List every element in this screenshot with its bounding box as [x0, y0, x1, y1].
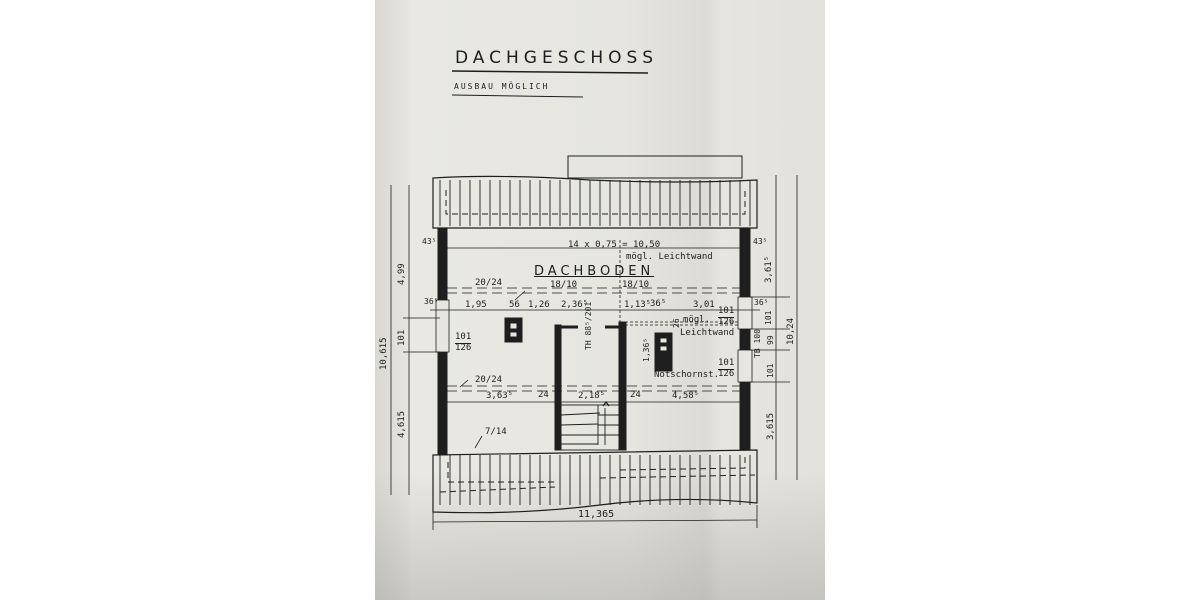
light-wall-label-right-1: mögl.	[683, 315, 711, 325]
left-total-dim: 10,615	[379, 337, 389, 370]
dimension: 24	[630, 390, 641, 400]
beam-label: 20/24	[475, 278, 503, 288]
drawing-subtitle: AUSBAU MÖGLICH	[454, 82, 550, 91]
right-dim-a: 101	[764, 310, 773, 325]
dimension: 1,26	[528, 300, 550, 310]
right-dim-c: 101	[766, 363, 775, 378]
rafter-note: 14 x 0,75 = 10,50	[568, 240, 661, 250]
window-dim: 101	[455, 332, 472, 342]
right-tb-dim: TB 100	[753, 329, 762, 358]
left-lower-dim: 4,615	[397, 410, 407, 438]
room-name: DACHBODEN	[534, 264, 655, 279]
dimension: 3,01	[693, 300, 715, 310]
left-mid-dim: 101	[397, 329, 407, 346]
door-label: TH 88⁵/201	[584, 301, 593, 350]
bottom-total-dim: 11,365	[578, 509, 615, 520]
stair-wall-right	[618, 321, 627, 451]
window-dim: 126	[455, 343, 472, 353]
dimension: 36⁵	[650, 299, 667, 309]
beam-label: 18/10	[550, 280, 578, 290]
beam-label: 18/10	[622, 280, 650, 290]
window-dim: 101	[718, 306, 735, 316]
right-dim-b: 99	[766, 335, 775, 345]
emergency-chimney	[654, 332, 673, 372]
light-wall-label: mögl. Leichtwand	[626, 252, 713, 262]
dimension: 2,36⁵	[561, 300, 589, 310]
wall-dim: 43⁵	[422, 237, 437, 246]
window-dim: 101	[718, 358, 735, 368]
wall-right	[739, 227, 751, 451]
stair-wall-left	[554, 324, 562, 451]
window-dim: 126	[718, 317, 735, 327]
right-lower-dim: 3,615	[766, 412, 776, 440]
wall-dim: 43⁵	[753, 237, 768, 246]
dimension: 2,18⁵	[578, 391, 606, 401]
drawing-title: DACHGESCHOSS	[455, 48, 659, 68]
light-wall-label-right-2: Leichtwand	[680, 328, 735, 338]
window-right-bottom	[737, 349, 753, 383]
wall-dim: 36⁵	[424, 297, 439, 306]
dimension: 4,58⁵	[672, 391, 700, 401]
right-upper-dim: 3,61⁵	[764, 255, 774, 283]
chimney-dim: 1,36⁵	[642, 337, 651, 362]
right-total-dim: 10,24	[786, 317, 796, 345]
beam-label: 7/14	[485, 427, 507, 437]
emergency-chimney-label: Notschornst.	[654, 370, 720, 380]
title-underline	[451, 70, 649, 74]
roof-top	[432, 155, 758, 229]
dimension: 24	[538, 390, 549, 400]
chimney	[504, 317, 523, 343]
small-dim: 26	[672, 318, 681, 328]
dimension: 3,63⁵	[486, 391, 514, 401]
roof-bottom	[432, 449, 758, 514]
beam-label: 20/24	[475, 375, 503, 385]
window-left	[435, 299, 450, 353]
dimension: 1,95	[465, 300, 487, 310]
dimension: 56	[509, 300, 520, 310]
subtitle-underline	[451, 94, 584, 98]
dimension: 1,13⁵	[624, 300, 652, 310]
staircase	[560, 401, 620, 451]
window-dim: 126	[718, 369, 735, 379]
window-right-top	[737, 296, 753, 330]
left-upper-dim: 4,99	[397, 263, 407, 285]
wall-dim: 36⁵	[754, 298, 769, 307]
